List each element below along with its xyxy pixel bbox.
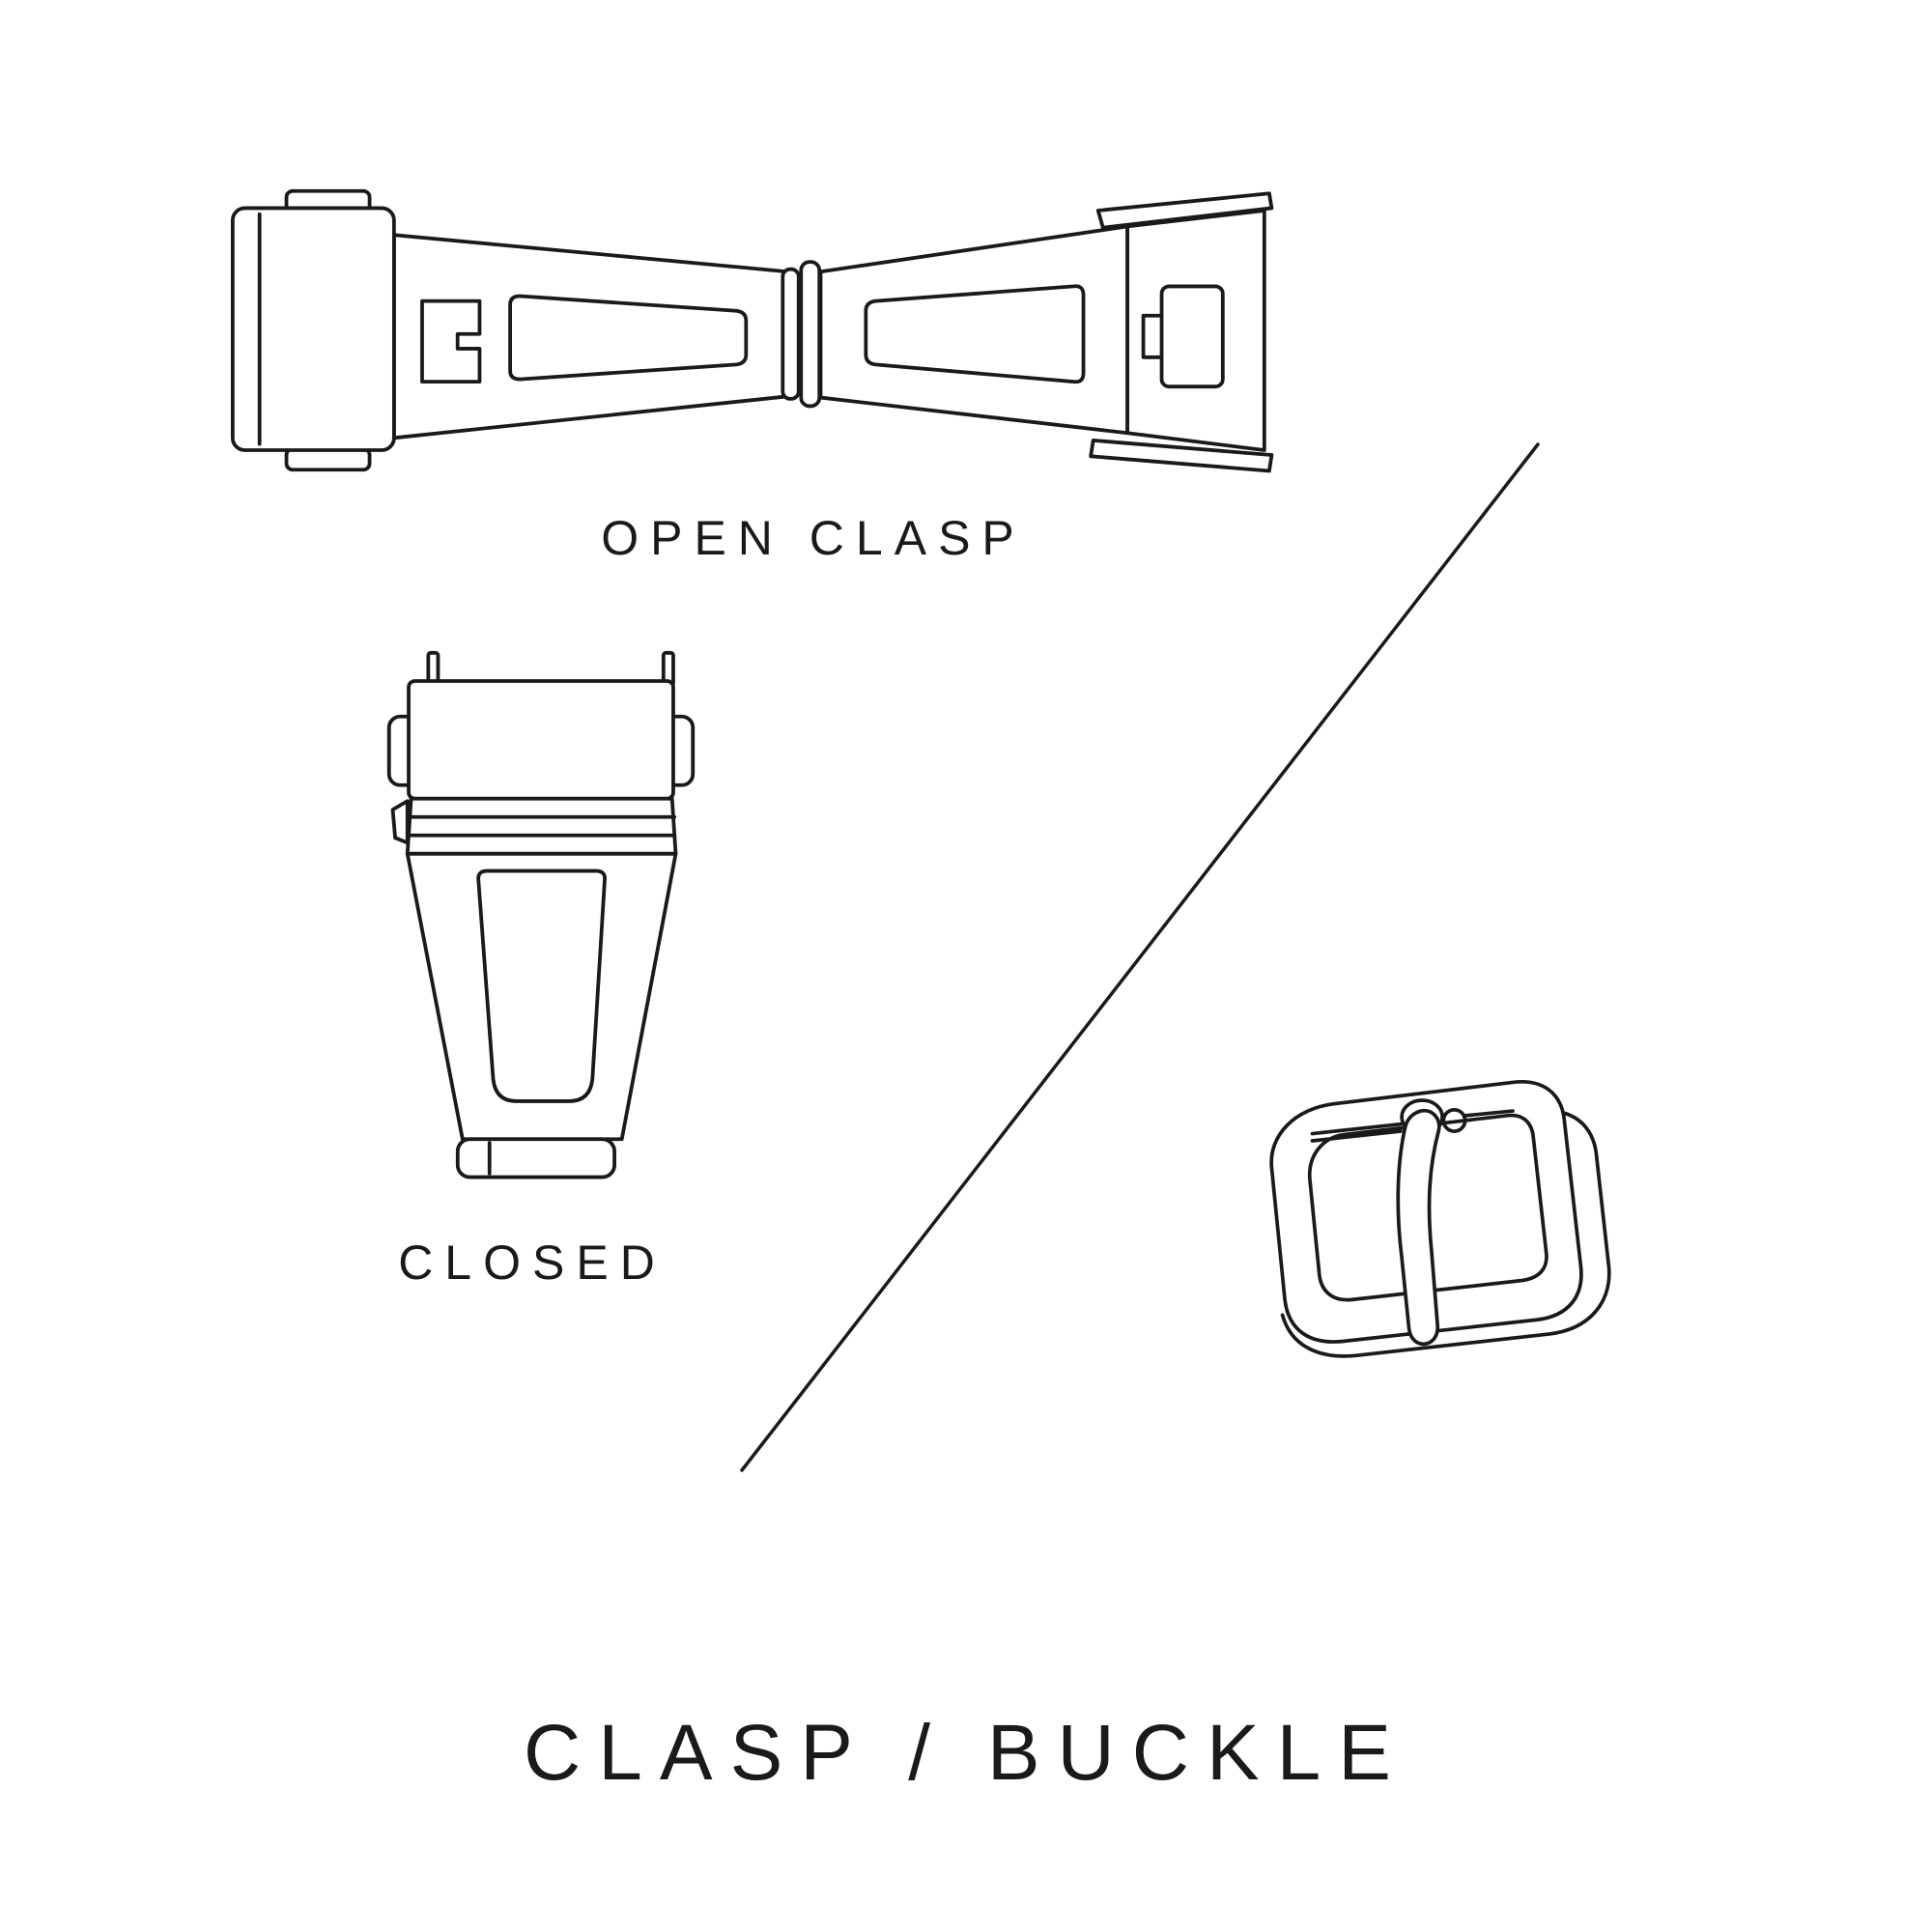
closed-clasp-label: CLOSED xyxy=(398,1236,667,1290)
tang-buckle-illustration xyxy=(1269,1079,1611,1358)
open-clasp-label: OPEN CLASP xyxy=(601,511,1026,565)
open-clasp-illustration xyxy=(230,188,1274,473)
diagram-title: CLASP / BUCKLE xyxy=(524,1709,1408,1797)
closed-clasp-illustration xyxy=(386,650,696,1179)
